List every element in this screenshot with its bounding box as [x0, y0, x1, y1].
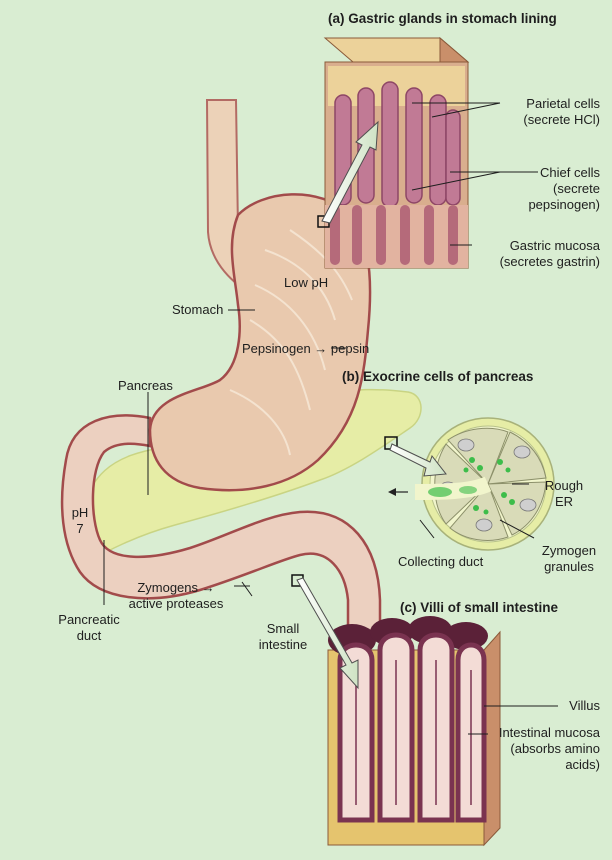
- label-parietal-cells: Parietal cells(secrete HCl): [523, 96, 600, 127]
- zoom-arrow-a: [321, 120, 379, 224]
- panel-b-letter: (b): [342, 369, 360, 384]
- label-gastric-mucosa: Gastric mucosa(secretes gastrin): [499, 238, 600, 269]
- label-collecting-duct: Collecting duct: [398, 554, 484, 569]
- label-stomach: Stomach: [172, 302, 224, 317]
- panel-a-letter: (a): [328, 11, 345, 26]
- zoom-arrow-b: [389, 443, 447, 477]
- panel-c-letter: (c): [400, 600, 417, 615]
- villi-block: [327, 616, 501, 847]
- panel-c-heading: (c) Villi of small intestine: [400, 600, 558, 616]
- zoom-arrow-c: [296, 577, 359, 690]
- label-zymogens-active-proteases: Zymogens →active proteases: [128, 580, 224, 611]
- panel-b-title: Exocrine cells of pancreas: [363, 369, 534, 384]
- pancreas-acinus: [414, 417, 555, 551]
- label-pepsinogen-to-pepsin: Pepsinogen → pepsin: [242, 341, 370, 356]
- panel-a-heading: (a) Gastric glands in stomach lining: [328, 11, 557, 27]
- label-low-ph: Low pH: [284, 275, 329, 290]
- panel-a-title: Gastric glands in stomach lining: [348, 11, 557, 26]
- panel-b-heading: (b) Exocrine cells of pancreas: [342, 369, 533, 385]
- gastric-gland-block: [323, 36, 470, 270]
- label-pancreas: Pancreas: [118, 378, 173, 393]
- label-villus: Villus: [569, 698, 600, 713]
- leader-lines: [103, 102, 558, 735]
- panel-c-title: Villi of small intestine: [420, 600, 559, 615]
